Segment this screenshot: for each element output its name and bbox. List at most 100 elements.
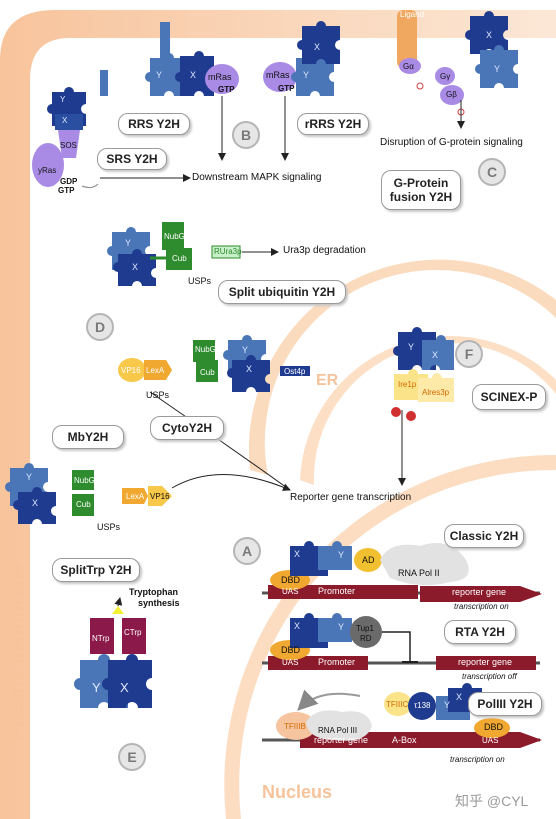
tryptophan-text-1: Tryptophan xyxy=(129,587,178,597)
label-dbd-2: DBD xyxy=(281,645,301,655)
label-transcription-on-1: transcription on xyxy=(454,602,509,611)
tryptophan-text-2: synthesis xyxy=(138,598,180,608)
label-tfiiib: TFIIIB xyxy=(284,722,306,731)
label-transcription-off: transcription off xyxy=(462,672,517,681)
label-nubg-3: NubG xyxy=(74,476,95,485)
label-ligand: Ligand xyxy=(400,10,425,19)
callout-gprotein-line2: fusion Y2H xyxy=(389,190,453,204)
label-vp16-2: VP16 xyxy=(150,492,170,501)
label-nubg-2: NubG xyxy=(195,345,216,354)
rta-diagram xyxy=(262,613,540,670)
label-lexa-2: LexA xyxy=(126,492,145,501)
callout-splittrp: SplitTrp Y2H xyxy=(52,558,140,582)
callout-rrs: RRS Y2H xyxy=(118,113,190,135)
panel-letter-e: E xyxy=(118,743,146,771)
callout-mby: MbY2H xyxy=(52,425,124,449)
label-ad: AD xyxy=(362,555,375,565)
label-ntrp: NTrp xyxy=(92,634,110,643)
label-y-cyto: Y xyxy=(242,345,249,355)
label-tup1: Tup1 xyxy=(356,624,374,633)
classic-y2h-diagram xyxy=(262,541,542,602)
label-x-rrs: X xyxy=(190,70,197,80)
label-vp16-1: VP16 xyxy=(121,366,141,375)
label-y-rrrs: Y xyxy=(303,70,310,80)
label-x-cyto: X xyxy=(246,364,253,374)
label-ire1p: Ire1p xyxy=(398,380,417,389)
scinex-complex xyxy=(391,327,454,421)
callout-srs: SRS Y2H xyxy=(97,148,167,170)
label-lexa-1: LexA xyxy=(146,366,165,375)
label-uas-2: UAS xyxy=(282,658,299,667)
callout-classic: Classic Y2H xyxy=(444,524,524,548)
label-ctrp: CTrp xyxy=(124,628,142,637)
usps-label-1: USPs xyxy=(188,276,212,286)
label-cub-2: Cub xyxy=(200,368,215,377)
label-reporter-gene-1: reporter gene xyxy=(452,587,507,597)
er-label: ER xyxy=(316,372,339,389)
label-abox: A-Box xyxy=(392,735,417,745)
label-tau138: τ138 xyxy=(414,701,431,710)
usps-label-2: USPs xyxy=(146,390,170,400)
label-hac1p: Alres3p xyxy=(422,388,450,397)
callout-scinex: SCINEX-P xyxy=(472,384,546,410)
label-x-su: X xyxy=(132,262,139,272)
label-promoter-2: Promoter xyxy=(318,657,356,667)
callout-gprotein-line1: G-Protein xyxy=(393,176,449,190)
label-y-su: Y xyxy=(125,238,132,248)
callout-rta: RTA Y2H xyxy=(444,620,516,644)
label-promoter-1: Promoter xyxy=(318,586,356,596)
label-mras-1: mRas xyxy=(208,72,232,82)
label-x-rta: X xyxy=(294,621,301,631)
plasma-membrane-label: Plasma membrane xyxy=(6,563,28,740)
label-nubg-1: NubG xyxy=(164,232,185,241)
nucleus-label: Nucleus xyxy=(262,782,333,802)
label-gbeta: Gβ xyxy=(446,90,457,99)
label-cub-1: Cub xyxy=(172,254,187,263)
label-y-scinex: Y xyxy=(408,342,415,352)
label-rd: RD xyxy=(360,634,372,643)
panel-letter-d: D xyxy=(86,313,114,341)
rrrs-complex xyxy=(263,21,340,96)
label-yras: yRas xyxy=(38,166,57,175)
callout-gprotein: G-Protein fusion Y2H xyxy=(381,170,461,210)
label-reporter-gene-2: reporter gene xyxy=(458,657,513,667)
label-x-classic: X xyxy=(294,549,301,559)
label-x-srs: X xyxy=(62,116,68,125)
panel-letter-c: C xyxy=(478,158,506,186)
label-cub-3: Cub xyxy=(76,500,91,509)
label-x-scinex: X xyxy=(432,350,439,360)
gprotein-complex xyxy=(397,10,518,116)
label-x-gprot: X xyxy=(486,30,493,40)
panel-letter-f: F xyxy=(455,340,483,368)
label-ost4p: Ost4p xyxy=(284,367,306,376)
callout-poliii: PolIII Y2H xyxy=(468,692,542,716)
label-y-poliii: Y xyxy=(444,700,451,710)
label-sos: SOS xyxy=(60,141,77,150)
split-ubiquitin-complex xyxy=(107,222,241,286)
callout-split-ubiquitin: Split ubiquitin Y2H xyxy=(218,280,346,304)
label-x-trp: X xyxy=(120,680,129,695)
label-y-classic: Y xyxy=(338,550,345,560)
watermark: 知乎 @CYL xyxy=(455,793,529,809)
mapk-text: Downstream MAPK signaling xyxy=(192,172,322,183)
er-membrane xyxy=(248,259,556,475)
label-x-mby: X xyxy=(32,498,39,508)
splittrp-complex xyxy=(74,606,152,708)
label-galpha: Gα xyxy=(403,62,414,71)
label-y-srs: Y xyxy=(60,95,66,104)
label-reporter-gene-3: reporter gene xyxy=(314,735,369,745)
g-disruption-text: Disruption of G-protein signaling xyxy=(380,137,523,148)
label-rura3p: RUra3p xyxy=(214,247,242,256)
panel-letter-b: B xyxy=(232,121,260,149)
label-y-trp: Y xyxy=(92,680,101,695)
label-y-rrs: Y xyxy=(156,70,163,80)
callout-rrrs: rRRS Y2H xyxy=(297,113,369,135)
label-tfiiic: TFIIIC xyxy=(386,700,409,709)
label-mras-2: mRas xyxy=(266,70,290,80)
srs-complex xyxy=(32,87,86,187)
reporter-transcription-text: Reporter gene transcription xyxy=(290,492,412,503)
label-gtp-1: GTP xyxy=(218,85,235,94)
mby-complex xyxy=(5,463,172,524)
